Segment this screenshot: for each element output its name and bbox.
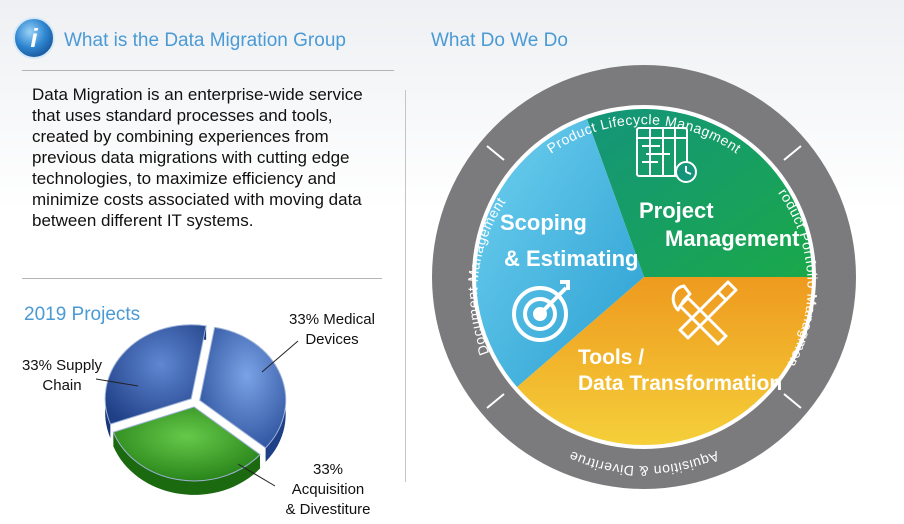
chart-title: 2019 Projects [24, 304, 141, 325]
segment-pm-line2: Management [665, 226, 800, 251]
info-icon: i [13, 17, 55, 59]
pie-label-acquisition-line2: Acquisition [291, 481, 365, 498]
pie-label-medical-line1: 33% Medical [289, 311, 375, 328]
description-divider [22, 278, 382, 279]
segment-scoping-line1: Scoping [500, 210, 587, 235]
segment-tools-data-transformation [517, 277, 812, 446]
heading-divider [22, 70, 394, 71]
target-icon [512, 280, 570, 342]
segment-scoping-estimating [476, 119, 644, 387]
segment-pm-line1: Project [639, 198, 714, 223]
pie-label-supply-line2: Chain [42, 377, 82, 394]
left-heading: What is the Data Migration Group [64, 30, 346, 51]
description-text: Data Migration is an enterprise-wide ser… [32, 85, 363, 230]
tools-icon [671, 280, 738, 346]
ring-separators [486, 145, 802, 409]
gantt-chart-icon [636, 127, 697, 183]
pie-slice-supply-chain [104, 324, 207, 425]
projects-pie-chart [104, 324, 287, 495]
pie-label-acquisition-line3: & Divestiture [285, 501, 371, 518]
pie-label-medical: 33% Medical Devices [282, 310, 382, 350]
segment-scoping-line2: & Estimating [504, 246, 638, 271]
services-wheel: Product Lifecycle Managment Product Port… [432, 62, 856, 489]
pie-label-medical-line2: Devices [305, 331, 359, 348]
pie-slice-acquisition-divestiture-side [113, 432, 261, 495]
pie-label-acquisition: 33% Acquisition & Divestiture [268, 460, 388, 520]
pie-label-supply-line1: 33% Supply [21, 357, 103, 374]
pie-label-supply: 33% Supply Chain [12, 356, 112, 396]
segment-project-management [587, 109, 812, 277]
segment-tools-line2: Data Transformation [578, 372, 782, 395]
segment-tools-line1: Tools / [578, 346, 644, 369]
svg-text:i: i [30, 23, 38, 53]
vertical-divider [405, 90, 406, 482]
pie-label-acquisition-line1: 33% [312, 461, 344, 478]
right-heading: What Do We Do [431, 30, 568, 51]
